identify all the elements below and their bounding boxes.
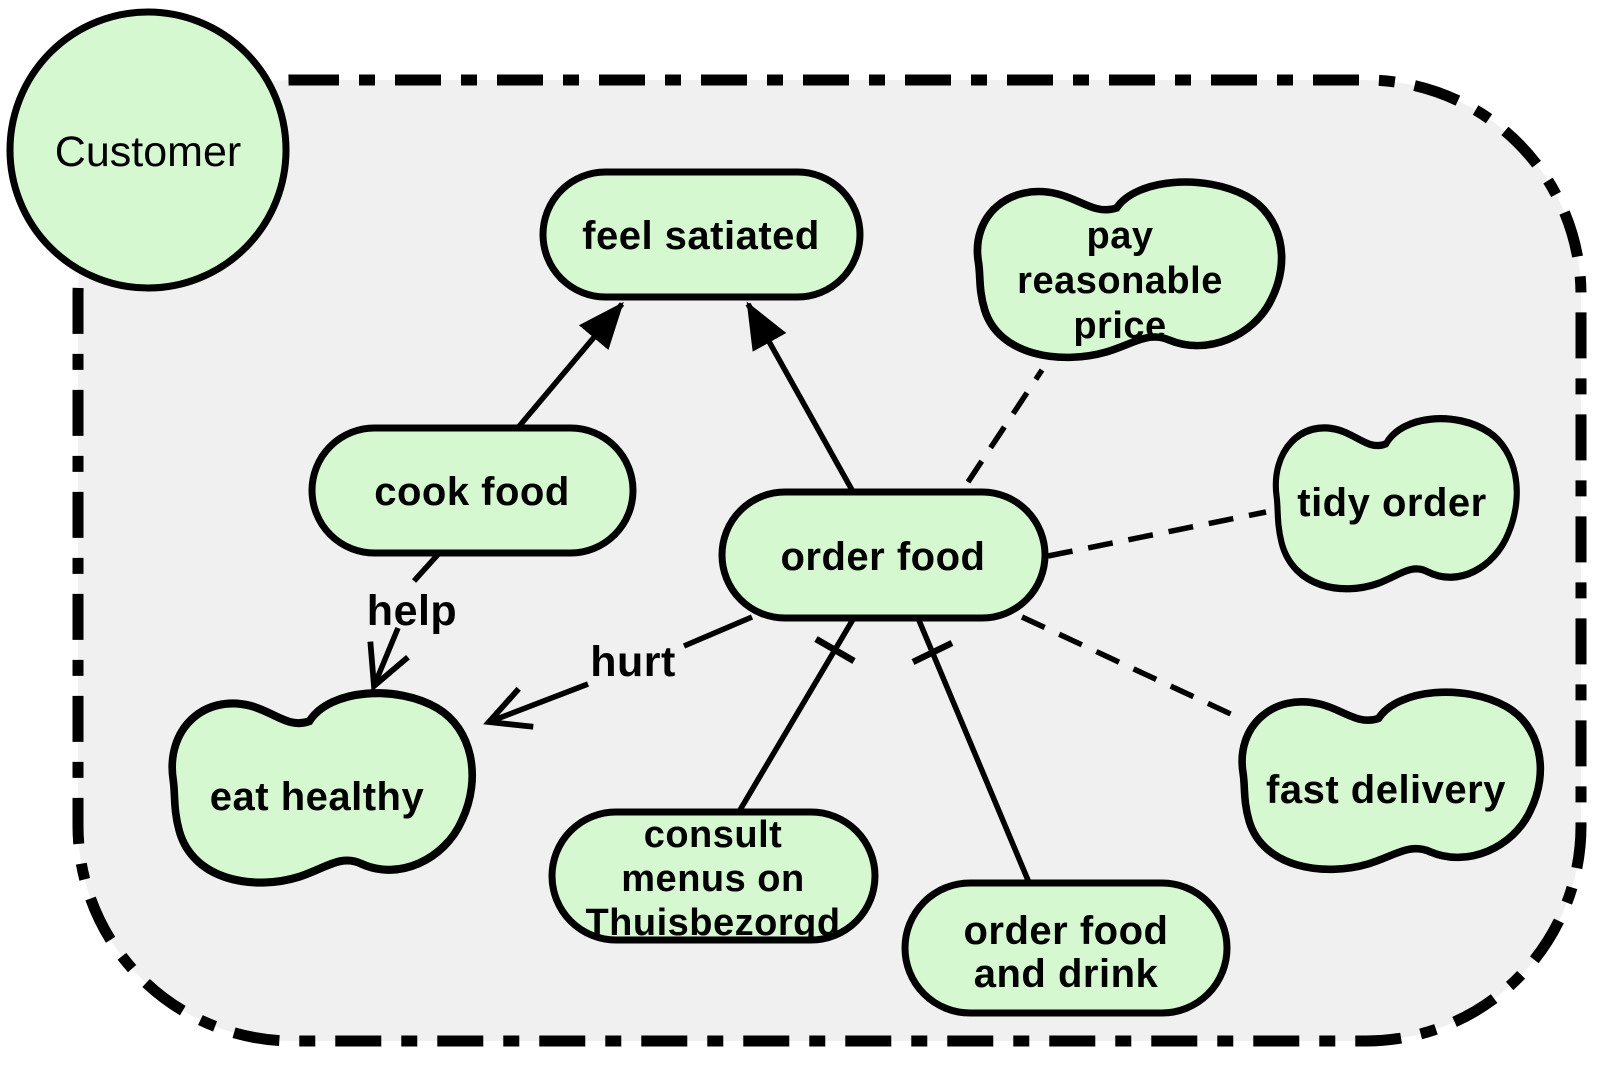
task-consult-menus-line1: consult bbox=[644, 814, 783, 856]
decomposition-tick bbox=[814, 636, 856, 664]
goal-order-food-label: order food bbox=[781, 535, 986, 579]
goal-feel-satiated: feel satiated bbox=[539, 168, 864, 301]
hurt-label: hurt bbox=[590, 638, 676, 686]
softgoal-eat-healthy: eat healthy bbox=[172, 693, 472, 882]
link-meansend-cookfood-feelsatiated bbox=[513, 301, 625, 432]
softgoal-fast-delivery: fast delivery bbox=[1242, 692, 1540, 869]
goal-cook-food-label: cook food bbox=[374, 470, 570, 514]
goal-order-food: order food bbox=[718, 488, 1049, 622]
actor-customer-circle bbox=[6, 8, 290, 292]
link-decomposition-consult-menus bbox=[737, 614, 858, 812]
link-help-contribution: help bbox=[367, 548, 457, 692]
softgoal-pay-line1: pay bbox=[1087, 215, 1154, 257]
link-decomposition-order-food-drink bbox=[911, 616, 1033, 887]
softgoal-pay-line3: price bbox=[1073, 305, 1166, 347]
softgoal-pay-reasonable-price: pay reasonable price bbox=[977, 182, 1281, 357]
softgoal-pay-line2: reasonable bbox=[1017, 260, 1223, 302]
softgoal-fast-delivery-label: fast delivery bbox=[1266, 768, 1506, 812]
task-order-food-and-drink-line1: order food bbox=[964, 909, 1169, 953]
softgoal-tidy-order-label: tidy order bbox=[1297, 481, 1486, 525]
task-consult-menus: consult menus on Thuisbezorgd bbox=[548, 808, 879, 944]
decomposition-tick bbox=[911, 640, 954, 665]
actor-customer-label: Customer bbox=[55, 128, 241, 176]
softgoal-tidy-order: tidy order bbox=[1276, 419, 1517, 589]
task-order-food-and-drink-line2: and drink bbox=[974, 952, 1159, 996]
goal-cook-food: cook food bbox=[308, 424, 637, 557]
link-meansend-orderfood-feelsatiated bbox=[745, 301, 855, 492]
link-hurt-contribution: hurt bbox=[483, 614, 754, 730]
link-dashed-orderfood-tidyorder bbox=[1047, 509, 1267, 559]
task-consult-menus-line2: menus on bbox=[621, 858, 804, 900]
link-dashed-orderfood-payreasonableprice bbox=[965, 368, 1045, 484]
task-consult-menus-line3: Thuisbezorgd bbox=[585, 902, 840, 944]
help-label: help bbox=[367, 587, 457, 635]
softgoal-eat-healthy-label: eat healthy bbox=[210, 775, 425, 819]
goal-feel-satiated-label: feel satiated bbox=[582, 214, 820, 258]
actor-customer: Customer bbox=[6, 8, 290, 292]
task-order-food-and-drink: order food and drink bbox=[901, 879, 1231, 1017]
